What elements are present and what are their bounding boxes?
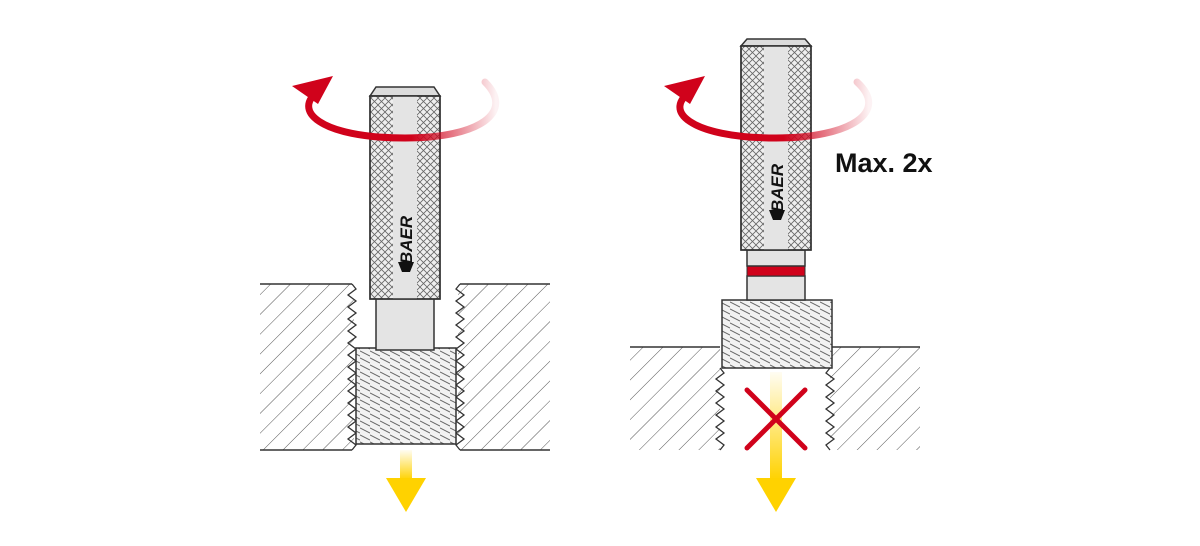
tool-handle: BAER bbox=[368, 86, 442, 300]
max-usage-note: Max. 2x bbox=[835, 148, 933, 178]
workpiece-left-block bbox=[260, 283, 358, 451]
x-cross-icon bbox=[744, 387, 808, 451]
baer-logo-icon: BAER bbox=[768, 163, 787, 212]
tool-neck bbox=[375, 297, 435, 351]
logo-mark-icon bbox=[398, 262, 414, 272]
left-panel: BAER bbox=[260, 76, 550, 512]
workpiece-left-block bbox=[630, 346, 726, 451]
curved-rotation-arrow-icon bbox=[664, 76, 873, 142]
workpiece-right-block bbox=[824, 346, 920, 451]
red-ring-marker bbox=[746, 265, 806, 277]
logo-text: BAER bbox=[397, 215, 416, 264]
curved-rotation-arrow-icon bbox=[292, 76, 500, 142]
logo-text: BAER bbox=[768, 163, 787, 212]
threaded-insert bbox=[355, 347, 457, 445]
tool-neck bbox=[746, 249, 806, 301]
baer-logo-icon: BAER bbox=[397, 215, 416, 264]
down-arrow-icon bbox=[756, 372, 796, 512]
threaded-insert bbox=[721, 299, 833, 369]
workpiece-right-block bbox=[454, 283, 550, 451]
down-arrow-icon bbox=[386, 450, 426, 512]
tool-handle: BAER bbox=[739, 38, 813, 251]
logo-mark-icon bbox=[769, 210, 785, 220]
right-panel: BAER bbox=[630, 38, 920, 512]
